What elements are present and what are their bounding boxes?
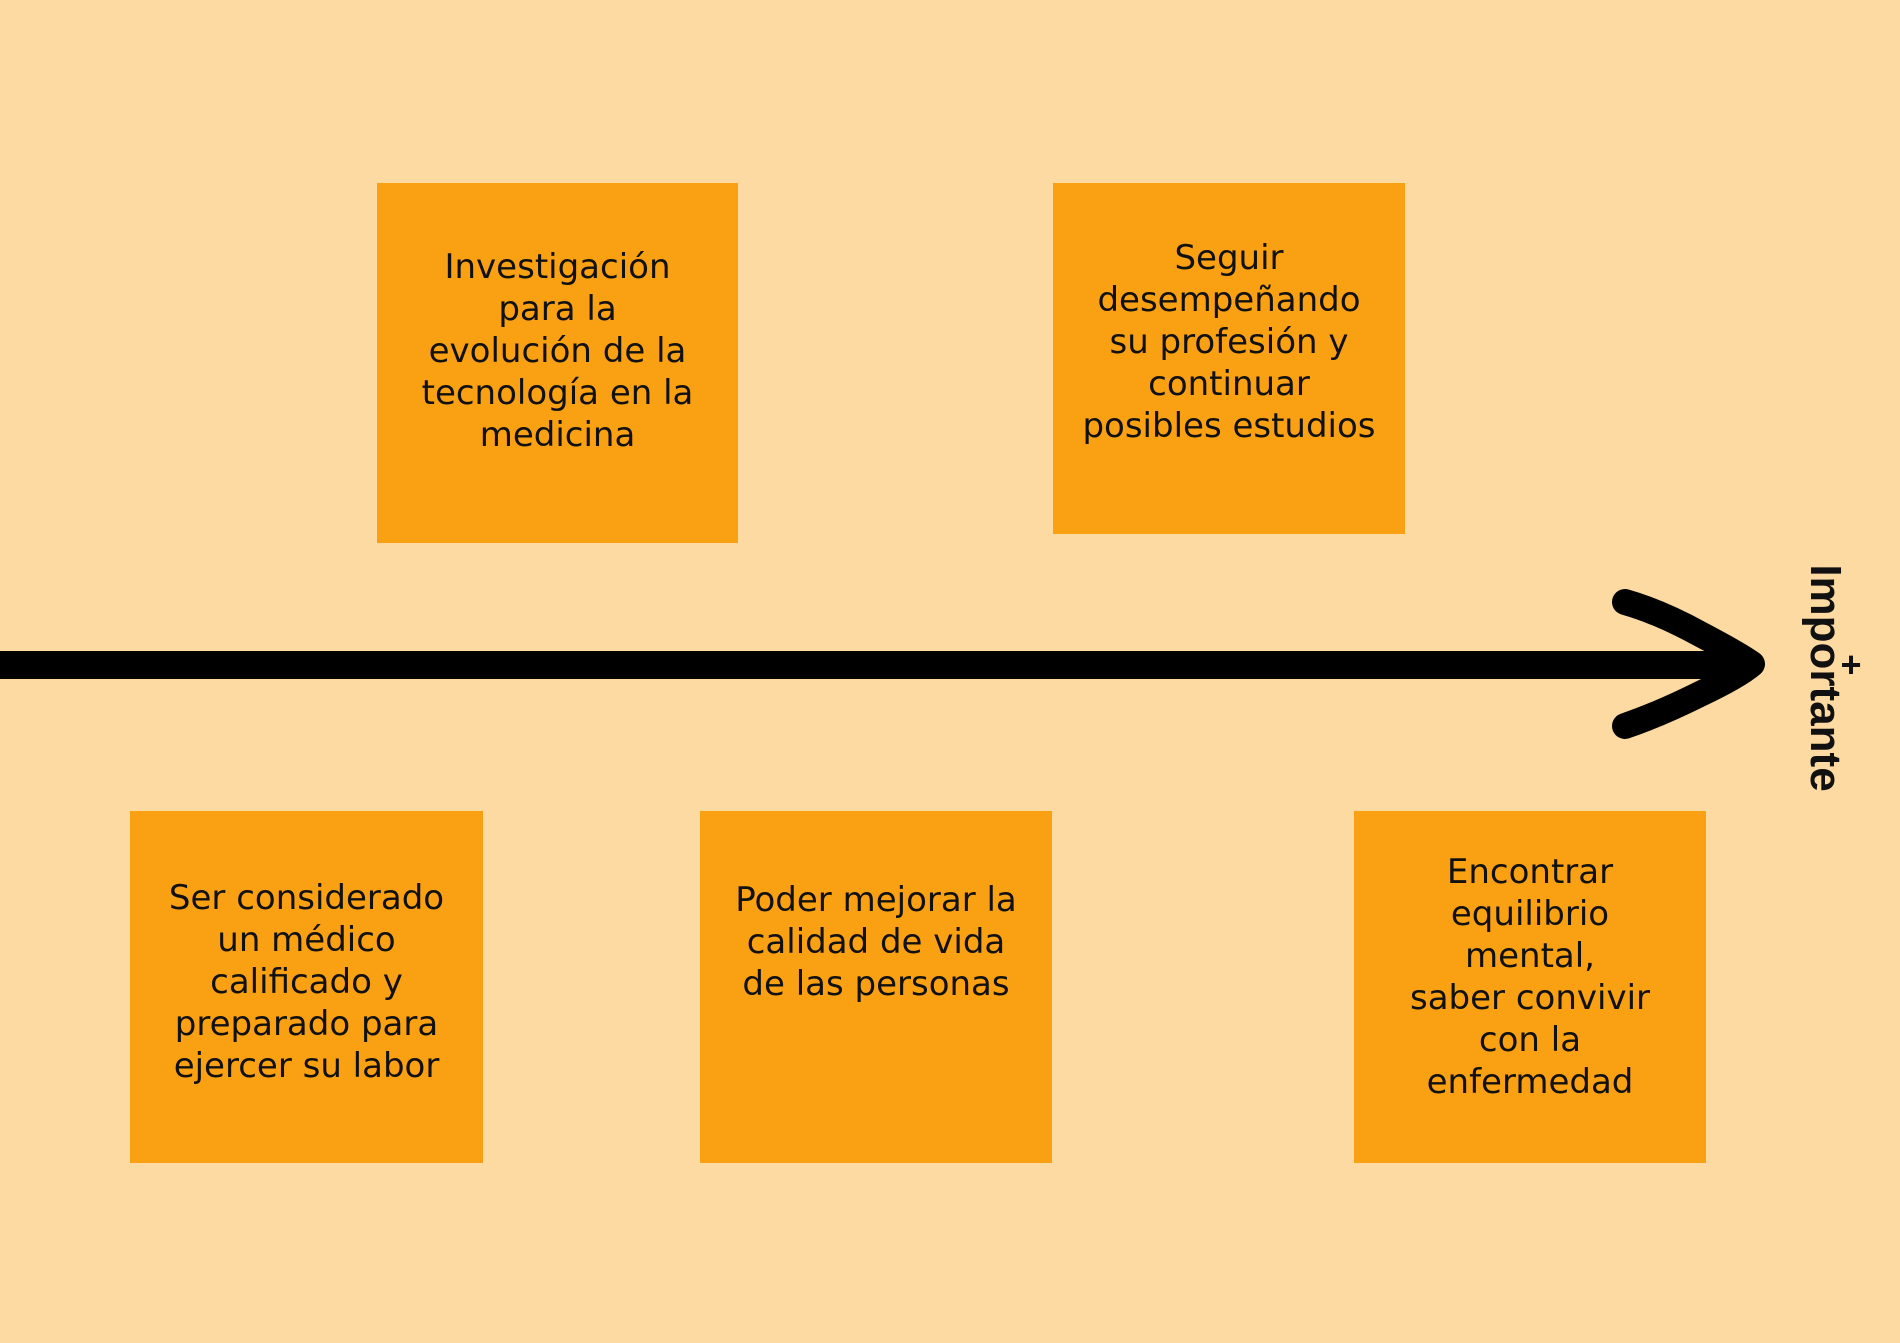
sticky-note-qualified-doctor: Ser considerado un médico calificado y p… xyxy=(130,811,483,1163)
sticky-note-quality-of-life: Poder mejorar la calidad de vida de las … xyxy=(700,811,1052,1163)
axis-plus-sign: + xyxy=(1840,644,1862,685)
sticky-note-profession: Seguir desempeñando su profesión y conti… xyxy=(1053,183,1405,534)
axis-line xyxy=(0,651,1735,679)
arrow-head-icon xyxy=(1612,589,1765,739)
sticky-note-mental-balance: Encontrar equilibrio mental, saber convi… xyxy=(1354,811,1706,1163)
sticky-note-research: Investigación para la evolución de la te… xyxy=(377,183,738,543)
